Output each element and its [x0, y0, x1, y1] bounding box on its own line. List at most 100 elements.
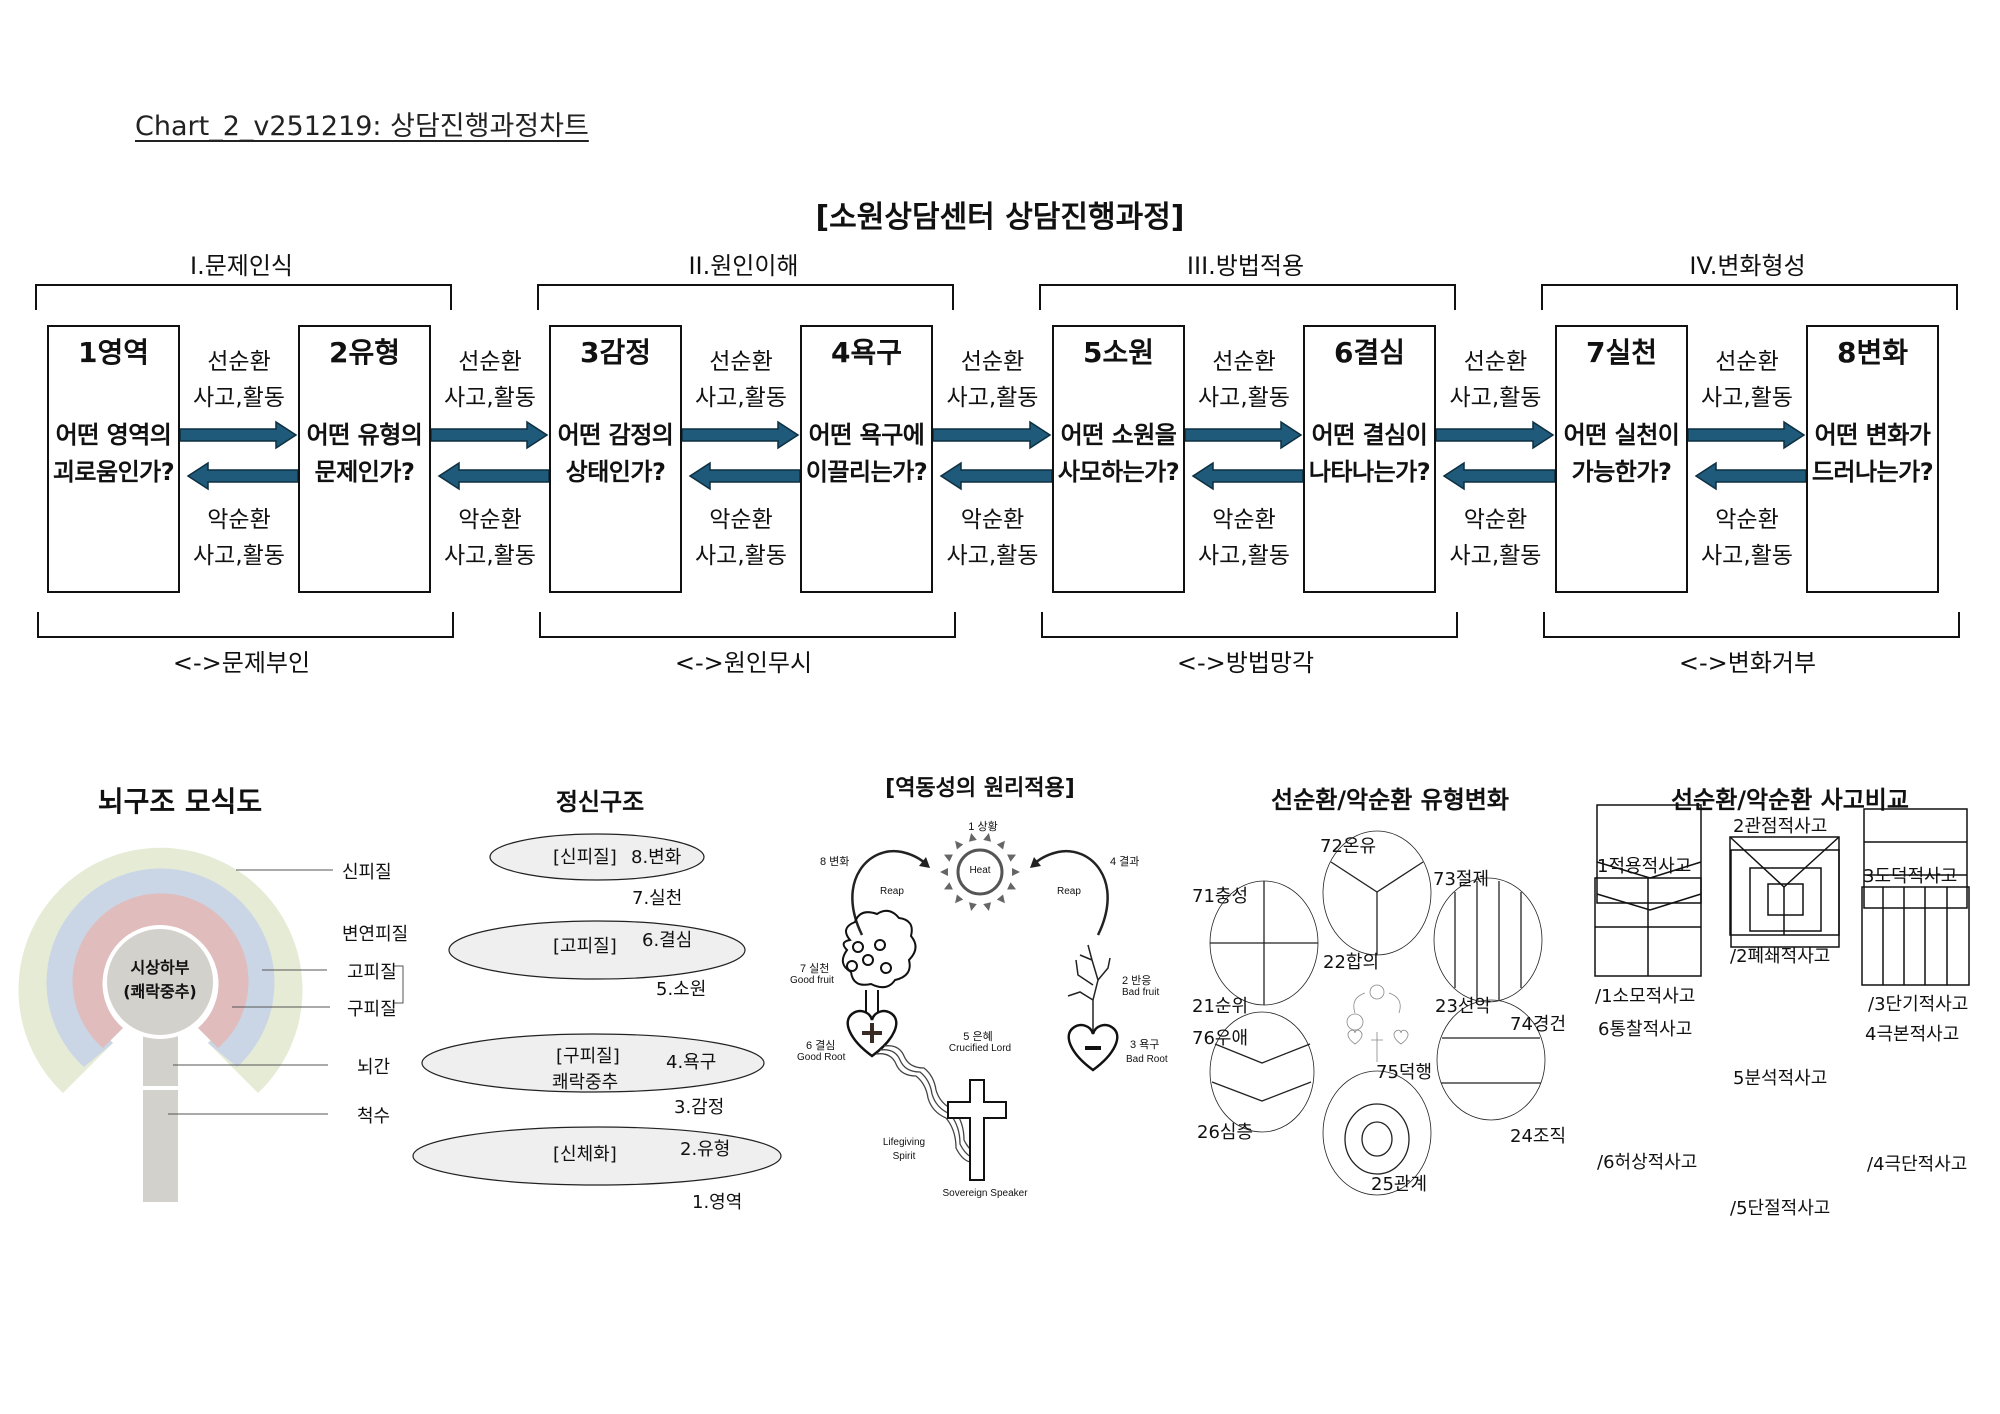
circle-brotherly-love: [1209, 1011, 1315, 1133]
step-question-2: 문제인가?: [314, 458, 415, 486]
desire-label: 3 욕구: [1130, 1039, 1160, 1051]
step-question-1: 어떤 결심이: [1311, 421, 1428, 449]
forward-arrow-icon: [1436, 420, 1555, 450]
main-title: [소원상담센터 상담진행과정]: [815, 200, 1185, 235]
layer-item: 4.욕구: [666, 1052, 717, 1073]
layer-tag: [신피질]: [553, 847, 617, 868]
label-perspective-thinking: 2관점적사고: [1733, 816, 1828, 837]
backward-arrow-icon: [437, 461, 549, 491]
bad-root-label: Bad Root: [1126, 1054, 1168, 1065]
backward-arrow-icon: [186, 461, 298, 491]
paleocortex-label: 구피질: [347, 999, 397, 1020]
stage-bracket-top: [1039, 284, 1456, 310]
label-23-good-evil: 23선악: [1435, 996, 1492, 1017]
forward-arrow-icon: [180, 420, 298, 450]
layer-somatization: [412, 1126, 782, 1186]
shape-analytic: [1730, 849, 1840, 948]
backward-arrow-icon: [1694, 461, 1806, 491]
label-76-brotherly-love: 76우애: [1192, 1028, 1249, 1049]
opposite-label: <->방법망각: [1176, 649, 1315, 677]
step-number: 7실천: [1585, 336, 1657, 369]
cross-icon: [947, 1079, 1007, 1181]
label-script-thinking: 4극본적사고: [1865, 1024, 1960, 1045]
limbic-label: 변연피질: [342, 924, 409, 945]
practice-label: 7 실천: [800, 963, 830, 975]
hypothalamus-label: 시상하부: [130, 958, 190, 977]
lifegiving-label: Lifegiving: [882, 1137, 926, 1148]
layer-item: 6.결심: [642, 930, 693, 951]
step-number: 2유형: [328, 336, 400, 369]
step-number: 8변화: [1836, 336, 1908, 369]
forward-arrow-icon: [933, 420, 1052, 450]
step-number: 5소원: [1082, 336, 1154, 369]
label-25-relationship: 25관계: [1371, 1174, 1428, 1195]
label-72-gentleness: 72온유: [1320, 836, 1377, 857]
label-26-depth: 26심층: [1197, 1122, 1254, 1143]
step-number: 1영역: [77, 336, 149, 369]
neocortex-label: 신피질: [342, 862, 392, 883]
step-question-1: 어떤 실천이: [1563, 421, 1680, 449]
layer-below: 7.실천: [632, 888, 683, 909]
spinal-cord: [143, 1090, 178, 1202]
sun-icon: [940, 833, 1020, 911]
spirit-label: Spirit: [892, 1151, 916, 1162]
circle-virtue: [1322, 1070, 1432, 1196]
opposite-label: <->원인무시: [674, 649, 813, 677]
sun-label: 1 상황: [968, 821, 998, 833]
dynamics-title: [역동성의 원리적용]: [885, 776, 1075, 801]
step-question-1: 어떤 영역의: [55, 421, 172, 449]
label-21-priority: 21순위: [1192, 996, 1249, 1017]
bad-fruit-label: Bad fruit: [1122, 987, 1160, 998]
label-insight-thinking: 6통찰적사고: [1598, 1019, 1693, 1040]
reap-label-right: Reap: [1057, 886, 1081, 897]
layer-item: 8.변화: [631, 847, 682, 868]
forward-arrow-icon: [1688, 420, 1806, 450]
stage-bracket-bottom: [1041, 612, 1458, 638]
forward-arrow-icon: [682, 420, 800, 450]
brain-title: 뇌구조 모식도: [97, 785, 263, 818]
label-moral-thinking: 3도덕적사고: [1863, 866, 1958, 887]
good-root-label: Good Root: [797, 1052, 846, 1063]
sovereign-speaker-label: Sovereign Speaker: [942, 1188, 1028, 1199]
spirit-waves: [875, 1045, 979, 1163]
opposite-label: <->변화거부: [1678, 649, 1817, 677]
crucified-lord-label: Crucified Lord: [948, 1043, 1012, 1054]
step-question-2: 나타나는가?: [1308, 458, 1431, 486]
stage-bracket-top: [1541, 284, 1958, 310]
label-74-godliness: 74경건: [1510, 1014, 1567, 1035]
spinal-cord-label: 척수: [357, 1106, 391, 1127]
stage-bracket-top: [35, 284, 452, 310]
layer-tag: [구피질]: [556, 1046, 620, 1067]
circle-temperance: [1433, 877, 1543, 1003]
layer-archicortex: [448, 920, 746, 980]
layer-below: 5.소원: [656, 979, 707, 1000]
hypothalamus: [103, 925, 217, 1039]
bad-tree-icon: [1067, 944, 1111, 1032]
right-reap-arrow: [1032, 849, 1109, 936]
step-question-2: 이끌리는가?: [805, 458, 928, 486]
stage-label: IV.변화형성: [1689, 252, 1806, 280]
label-22-agreement: 22합의: [1323, 952, 1380, 973]
label-71-loyalty: 71충성: [1192, 886, 1249, 907]
step-question-1: 어떤 욕구에: [808, 421, 925, 449]
backward-arrow-icon: [1442, 461, 1555, 491]
layer-below: 3.감정: [674, 1097, 725, 1118]
mind-title: 정신구조: [555, 788, 645, 816]
type-change-title: 선순환/악순환 유형변화: [1271, 786, 1509, 814]
circle-godliness: [1436, 999, 1546, 1121]
backward-arrow-icon: [1191, 461, 1303, 491]
step-number: 3감정: [579, 336, 651, 369]
